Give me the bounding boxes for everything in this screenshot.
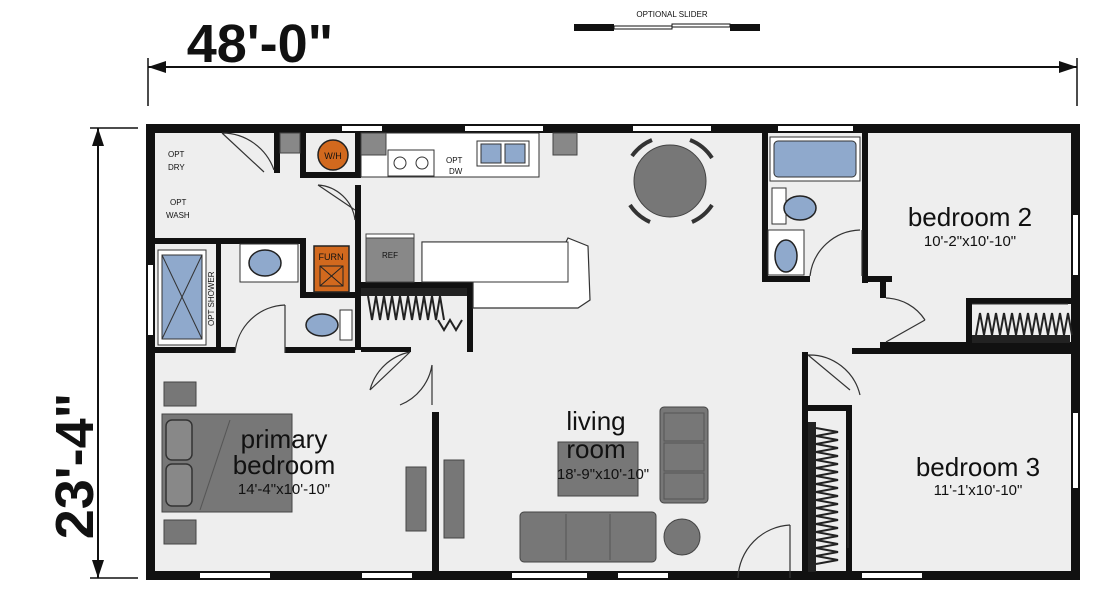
- hall-bath: [767, 136, 863, 277]
- primary-bath: OPT SHOWER: [157, 243, 353, 354]
- room-label-primary-bedroom: primary bedroom 14'-4"x10'-10": [233, 424, 336, 498]
- living-room-furniture: [519, 406, 709, 563]
- bedroom-3-closet: [808, 422, 849, 572]
- room-label-bedroom-3: bedroom 3 11'-1'x10'-10": [916, 452, 1040, 499]
- opt-dry-label-2: DRY: [168, 163, 185, 172]
- bedroom-2-closet: [972, 303, 1073, 343]
- living-room-name-1: living: [566, 406, 625, 436]
- optional-slider-note: OPTIONAL SLIDER: [574, 10, 760, 31]
- room-label-living-room: living room 18'-9"x10'-10": [557, 406, 649, 483]
- width-dimension-label: 48'-0": [187, 14, 334, 74]
- width-dimension: 48'-0": [147, 14, 1078, 106]
- depth-dimension: 23'-4": [45, 127, 138, 579]
- room-label-bedroom-2: bedroom 2 10'-2"x10'-10": [908, 202, 1032, 250]
- opt-shower-label: OPT SHOWER: [207, 271, 216, 326]
- interior-walls: [155, 133, 1071, 572]
- refrigerator-label: REF: [382, 251, 398, 260]
- laundry-door-swing: [221, 132, 275, 173]
- laundry-area: OPT DRY OPT WASH: [166, 132, 301, 220]
- bedroom-2-size: 10'-2"x10'-10": [924, 233, 1016, 250]
- furnace-label: FURN: [319, 252, 344, 262]
- door-swings: [317, 184, 926, 579]
- dining-table: [628, 138, 714, 224]
- bedroom-3-size: 11'-1'x10'-10": [934, 482, 1023, 499]
- hall-closet: [361, 288, 467, 332]
- exterior-walls: [146, 124, 1080, 580]
- bedroom-3-name: bedroom 3: [916, 452, 1040, 482]
- depth-dimension-label: 23'-4": [45, 393, 105, 540]
- furnace: FURN: [313, 245, 350, 293]
- primary-bedroom-name-2: bedroom: [233, 450, 336, 480]
- optional-slider-label: OPTIONAL SLIDER: [636, 10, 708, 19]
- water-heater: W/H: [317, 139, 349, 171]
- opt-wash-label-2: WASH: [166, 211, 190, 220]
- kitchen-island-top: [421, 241, 569, 283]
- opt-dw-label-2: DW: [449, 167, 463, 176]
- living-room-name-2: room: [566, 434, 625, 464]
- opt-dw-label-1: OPT: [446, 156, 463, 165]
- bedroom-2-name: bedroom 2: [908, 202, 1032, 232]
- primary-bedroom-name-1: primary: [241, 424, 328, 454]
- water-heater-label: W/H: [324, 151, 342, 161]
- living-room-size: 18'-9"x10'-10": [557, 466, 649, 483]
- primary-bed: [161, 381, 465, 545]
- primary-bedroom-size: 14'-4"x10'-10": [238, 481, 330, 498]
- opt-dry-label-1: OPT: [168, 150, 185, 159]
- opt-wash-label-1: OPT: [170, 198, 187, 207]
- kitchen: OPT DW: [360, 132, 578, 178]
